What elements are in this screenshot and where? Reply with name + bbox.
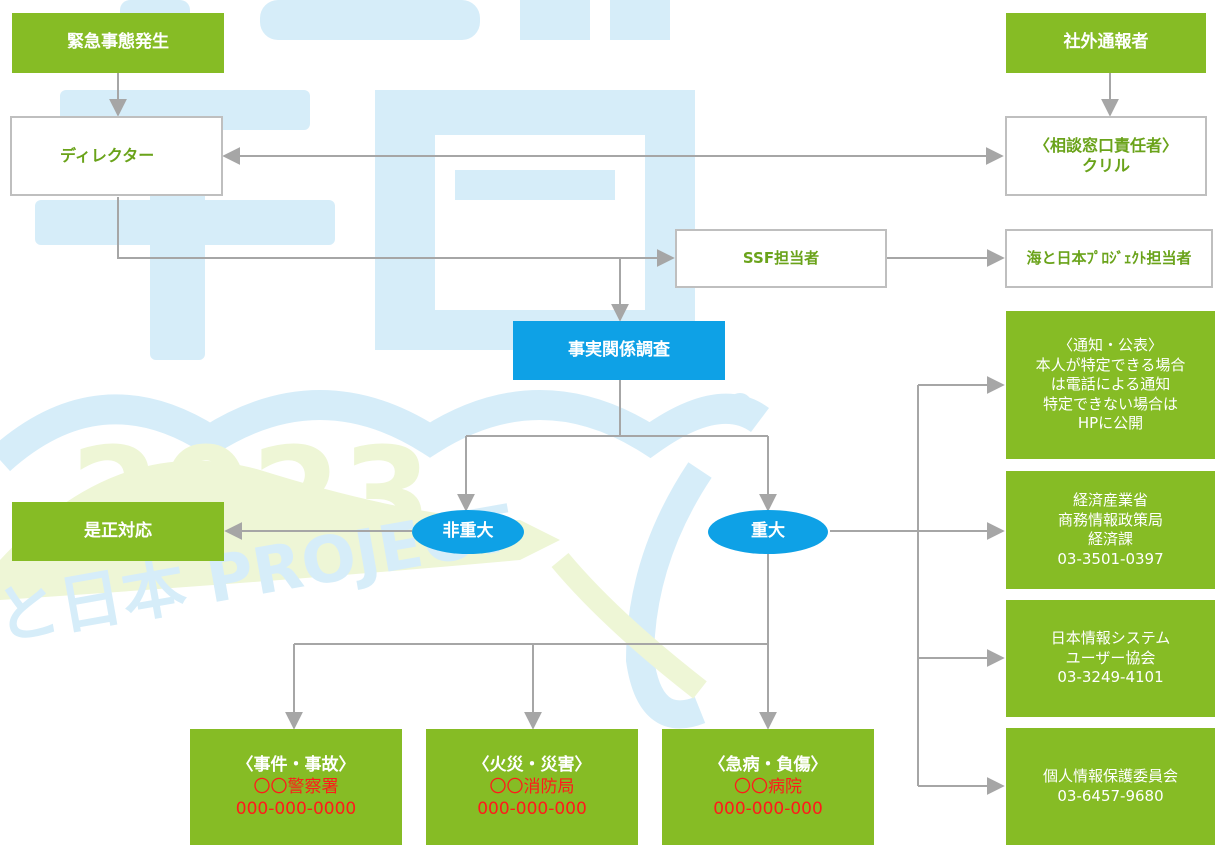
ppc-name: 個人情報保護委員会 <box>1042 767 1178 785</box>
police-box: 〈事件・事故〉 〇〇警察署 000-000-0000 <box>190 729 402 845</box>
notify-line: は電話による通知 <box>1050 375 1171 394</box>
hospital-box: 〈急病・負傷〉 〇〇病院 000-000-000 <box>662 729 874 845</box>
meti-box: 経済産業省 商務情報政策局 経済課 03-3501-0397 <box>1006 471 1215 589</box>
meti-division: 経済課 <box>1087 530 1133 548</box>
fire-phone: 000-000-000 <box>477 799 587 820</box>
not-serious-label: 非重大 <box>442 521 494 542</box>
notify-line: HPに公開 <box>1077 414 1144 433</box>
fact-check-box: 事実関係調査 <box>513 321 725 380</box>
director-box: ディレクター <box>10 116 223 196</box>
hospital-title: 〈急病・負傷〉 <box>708 754 828 775</box>
meti-name: 経済産業省 <box>1072 491 1148 509</box>
meti-bureau: 商務情報政策局 <box>1057 510 1163 529</box>
ppc-box: 個人情報保護委員会 03-6457-9680 <box>1006 728 1215 845</box>
ssf-label: SSF担当者 <box>742 249 820 268</box>
correction-box: 是正対応 <box>12 502 224 561</box>
meti-phone: 03-3501-0397 <box>1057 549 1164 568</box>
police-title: 〈事件・事故〉 <box>236 754 356 775</box>
ppc-phone: 03-6457-9680 <box>1057 786 1164 805</box>
notify-line: 特定できない場合は <box>1042 394 1178 413</box>
emergency-box: 緊急事態発生 <box>12 13 224 73</box>
fire-name: 〇〇消防局 <box>489 776 575 797</box>
juas-phone: 03-3249-4101 <box>1057 668 1164 687</box>
fire-box: 〈火災・災害〉 〇〇消防局 000-000-000 <box>426 729 638 845</box>
umi-project-box: 海と日本ﾌﾟﾛｼﾞｪｸﾄ担当者 <box>1005 229 1213 288</box>
consult-name: クリル <box>1081 156 1130 175</box>
notify-title: 〈通知・公表〉 <box>1057 336 1163 355</box>
juas-name-2: ユーザー協会 <box>1065 648 1156 667</box>
juas-name: 日本情報システム <box>1050 629 1171 648</box>
ssf-box: SSF担当者 <box>675 229 887 288</box>
fire-title: 〈火災・災害〉 <box>472 754 592 775</box>
fact-check-label: 事実関係調査 <box>568 339 670 360</box>
director-label: ディレクター <box>60 146 155 165</box>
notify-line: 本人が特定できる場合 <box>1035 355 1186 374</box>
not-serious-ellipse: 非重大 <box>412 510 524 554</box>
correction-label: 是正対応 <box>84 520 152 541</box>
police-phone: 000-000-0000 <box>235 799 357 820</box>
external-reporter-box: 社外通報者 <box>1006 13 1206 73</box>
police-name: 〇〇警察署 <box>253 776 339 797</box>
external-reporter-label: 社外通報者 <box>1063 32 1149 53</box>
consult-title: 〈相談窓口責任者〉 <box>1033 136 1178 155</box>
umi-project-label: 海と日本ﾌﾟﾛｼﾞｪｸﾄ担当者 <box>1026 249 1192 268</box>
juas-box: 日本情報システム ユーザー協会 03-3249-4101 <box>1006 600 1215 717</box>
emergency-label: 緊急事態発生 <box>67 32 169 53</box>
hospital-name: 〇〇病院 <box>734 776 802 797</box>
notify-box: 〈通知・公表〉 本人が特定できる場合 は電話による通知 特定できない場合は HP… <box>1006 311 1215 459</box>
hospital-phone: 000-000-000 <box>713 799 823 820</box>
serious-ellipse: 重大 <box>708 510 828 554</box>
serious-label: 重大 <box>751 521 785 542</box>
consult-box: 〈相談窓口責任者〉 クリル <box>1005 116 1207 196</box>
